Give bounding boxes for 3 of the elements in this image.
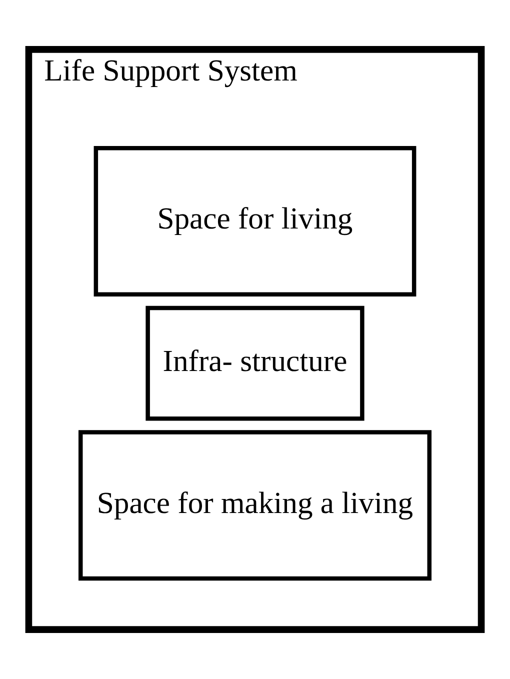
node-box: Infra- structure (146, 306, 364, 421)
node-box: Space for making a living (78, 430, 432, 581)
node-box: Space for living (94, 146, 416, 297)
